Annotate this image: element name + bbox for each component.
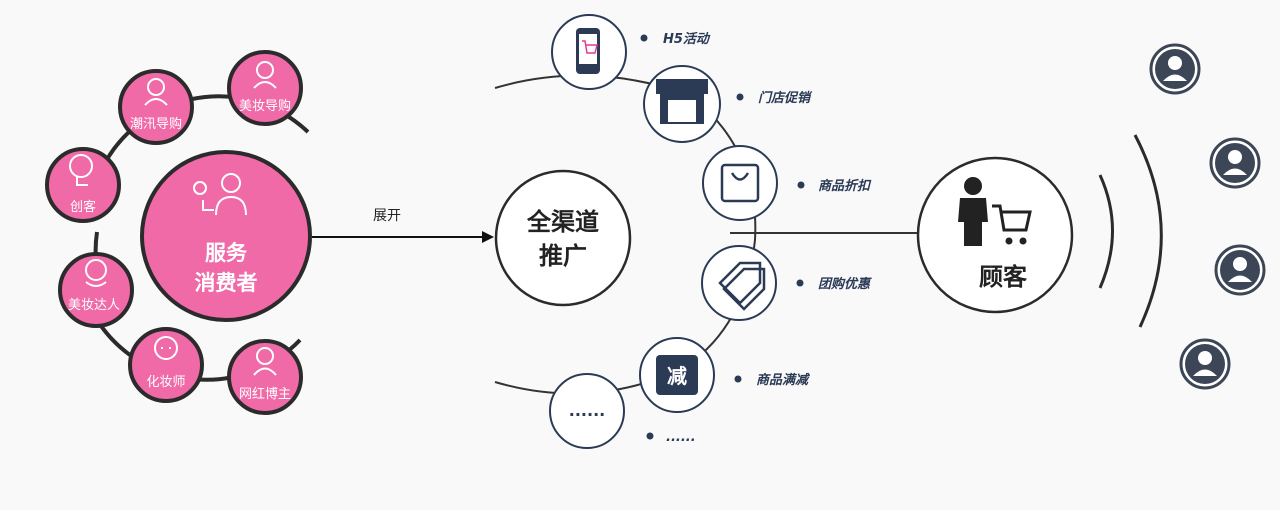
role-makeup-artist: 化妆师	[128, 327, 204, 403]
role-influencer: 网红博主	[227, 339, 303, 415]
channel-arc	[494, 74, 920, 395]
channel-more-inner: ......	[569, 401, 605, 420]
channel-more: ...... ......	[549, 373, 696, 449]
jian-badge-icon: 减	[656, 355, 698, 395]
woman-icon	[253, 61, 277, 89]
mobile-cart-icon	[576, 28, 600, 74]
hub-line2: 推广	[539, 242, 587, 270]
avatar-1	[1149, 43, 1201, 95]
shopping-bag-icon	[720, 163, 760, 203]
arrow-label: 展开	[373, 208, 401, 224]
shopper-cart-icon	[958, 177, 1032, 246]
role-label: 美妆达人	[68, 298, 120, 313]
role-label: 化妆师	[146, 375, 185, 390]
woman-icon	[253, 347, 277, 376]
role-beauty-expert: 美妆达人	[58, 252, 134, 328]
channel-label: 商品满减	[756, 372, 810, 388]
channel-label: 门店促销	[758, 90, 813, 106]
woman-icon	[85, 259, 107, 287]
price-tag-icon	[718, 261, 766, 311]
role-beauty-guide: 美妆导购	[227, 50, 303, 126]
service-consumer-line1: 服务	[205, 241, 248, 265]
avatar-2	[1209, 137, 1261, 189]
svg-text:减: 减	[667, 364, 687, 388]
service-person-icon	[193, 173, 247, 216]
lightbulb-head-icon	[69, 154, 93, 186]
expand-arrow: 展开	[312, 208, 494, 243]
omnichannel-hub: 全渠道 推广	[494, 169, 632, 307]
role-label: 创客	[70, 199, 96, 215]
service-consumer-line2: 消费者	[195, 271, 258, 295]
channel-label: H5活动	[663, 31, 711, 47]
hub-line1: 全渠道	[526, 208, 599, 236]
channel-discount: 商品折扣	[702, 145, 872, 221]
channel-label: 商品折扣	[818, 178, 872, 194]
customer-node: 顾客	[916, 156, 1074, 314]
woman-icon	[144, 78, 168, 106]
channel-store: 门店促销	[643, 65, 813, 143]
service-consumer-node: 服务 消费者	[140, 150, 312, 322]
avatar-4	[1179, 338, 1231, 390]
channel-group: 团购优惠	[701, 245, 872, 321]
channel-label: ......	[666, 430, 696, 445]
role-label: 潮汛导购	[130, 116, 182, 132]
role-label: 美妆导购	[239, 98, 291, 114]
channel-label: 团购优惠	[818, 276, 872, 292]
role-creative: 创客	[45, 147, 121, 223]
signal-waves	[1098, 134, 1163, 328]
channel-reduction: 减 商品满减	[639, 337, 810, 413]
role-fashion-guide: 潮汛导购	[118, 69, 194, 145]
avatar-3	[1214, 244, 1266, 296]
customer-label: 顾客	[979, 263, 1028, 291]
role-label: 网红博主	[239, 386, 291, 402]
channel-h5: H5活动	[551, 14, 711, 90]
storefront-icon	[656, 79, 708, 124]
face-icon	[154, 336, 178, 360]
